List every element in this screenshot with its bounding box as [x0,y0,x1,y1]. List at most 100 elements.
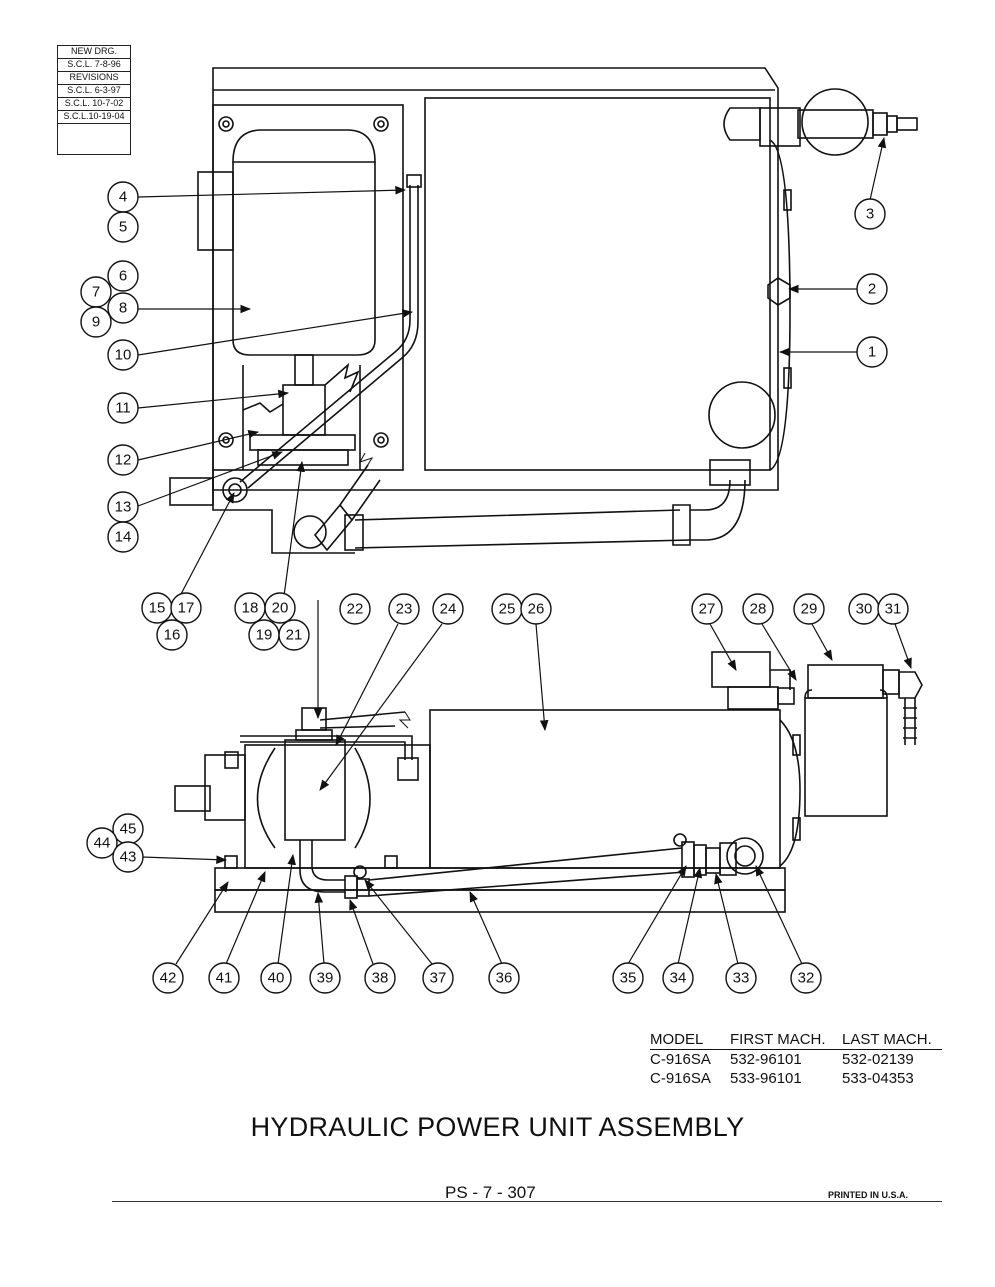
leader-23 [335,623,399,746]
svg-text:1: 1 [868,344,876,361]
col-last-mach: LAST MACH. [842,1031,932,1048]
svg-text:37: 37 [430,970,447,987]
callout-29: 29 [793,593,825,625]
col-model: MODEL [650,1031,704,1048]
callout-11: 11 [107,392,139,424]
callout-26: 26 [520,593,552,625]
callout-44: 44 [86,827,118,859]
cell-model: C-916SA [650,1051,711,1068]
svg-text:39: 39 [317,970,334,987]
rev-entry: S.C.L. 6-3-97 [58,85,130,98]
callout-5: 5 [107,211,139,243]
callout-38: 38 [364,962,396,994]
callout-14: 14 [107,521,139,553]
svg-text:20: 20 [272,600,289,617]
svg-text:21: 21 [286,627,303,644]
leader-3 [869,136,887,201]
revision-block: NEW DRG. S.C.L. 7-8-96 REVISIONS S.C.L. … [57,45,131,155]
callout-39: 39 [309,962,341,994]
callouts: 4 5 6 7 8 9 10 11 12 13 14 15 17 16 18 2… [80,181,909,994]
svg-text:43: 43 [120,849,137,866]
svg-text:15: 15 [149,600,166,617]
svg-text:12: 12 [115,452,132,469]
cell-last: 533-04353 [842,1070,914,1087]
callout-20: 20 [264,592,296,624]
leader-31 [894,623,912,670]
callout-13: 13 [107,491,139,523]
svg-text:38: 38 [372,970,389,987]
callout-21: 21 [278,619,310,651]
svg-text:35: 35 [620,970,637,987]
svg-text:42: 42 [160,970,177,987]
callout-17: 17 [170,592,202,624]
leader-39 [314,891,325,965]
svg-text:25: 25 [499,601,516,618]
callout-40: 40 [260,962,292,994]
leader-42 [175,881,229,965]
leader-35 [627,865,687,965]
callout-23: 23 [388,593,420,625]
leader-4 [137,185,407,198]
svg-text:16: 16 [164,627,181,644]
cell-model: C-916SA [650,1070,711,1087]
cell-first: 532-96101 [730,1051,802,1068]
leader-41 [225,871,266,965]
svg-text:31: 31 [885,601,902,618]
callout-41: 41 [208,962,240,994]
callout-25: 25 [491,593,523,625]
leader-15 [179,492,235,597]
footer-divider [112,1201,942,1202]
svg-text:8: 8 [119,300,127,317]
leader-32 [755,865,803,965]
leader-18 [283,460,305,597]
svg-text:6: 6 [119,268,127,285]
svg-text:27: 27 [699,601,716,618]
leader-28 [761,623,797,681]
callout-33: 33 [725,962,757,994]
svg-text:4: 4 [119,189,127,206]
leader-11 [137,389,290,409]
leader-43 [141,855,228,864]
svg-text:18: 18 [242,600,259,617]
callout-36: 36 [488,962,520,994]
callout-27: 27 [691,593,723,625]
svg-text:11: 11 [115,400,131,417]
leader-38 [349,898,374,965]
callout-10: 10 [107,339,139,371]
callout-35: 35 [612,962,644,994]
callout-37: 37 [422,962,454,994]
callout-16: 16 [156,619,188,651]
svg-text:36: 36 [496,970,513,987]
leader-33 [714,872,739,965]
svg-text:40: 40 [268,970,285,987]
leader-27 [709,623,737,671]
svg-text:33: 33 [733,970,750,987]
cell-first: 533-96101 [730,1070,802,1087]
callout-43: 43 [112,841,144,873]
callout-18: 18 [234,592,266,624]
svg-text:41: 41 [216,970,233,987]
svg-text:2: 2 [868,281,876,298]
leader-36 [469,891,503,965]
callout-19: 19 [248,619,280,651]
printed-note: PRINTED IN U.S.A. [828,1190,909,1200]
leader-lines [137,136,912,965]
leader-40 [277,853,296,965]
leader-24 [319,623,443,791]
callout-7: 7 [80,276,112,308]
page-number: PS - 7 - 307 [445,1183,536,1202]
rev-header: REVISIONS [58,72,130,85]
callout-6: 6 [107,260,139,292]
svg-text:14: 14 [115,529,132,546]
callout-34: 34 [662,962,694,994]
svg-text:3: 3 [866,206,874,223]
leader-34 [677,866,703,965]
leader-26 [535,623,549,732]
callout-12: 12 [107,444,139,476]
svg-text:22: 22 [347,601,364,618]
svg-text:19: 19 [256,627,273,644]
svg-text:23: 23 [396,601,413,618]
callout-28: 28 [742,593,774,625]
